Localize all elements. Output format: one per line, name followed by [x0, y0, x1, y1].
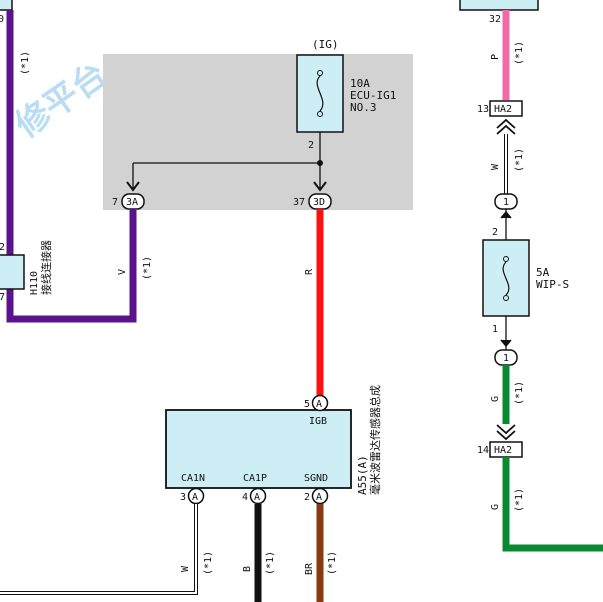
- fuse-ecu-ig1-element: [316, 75, 324, 112]
- ca1n-label: CA1N: [181, 473, 205, 484]
- top-right-component: [459, 0, 539, 11]
- wire-w-low-outline: [0, 504, 198, 595]
- wire-w-low-label: W: [180, 565, 191, 572]
- wire-w-low: [0, 504, 197, 594]
- connector-3d-code: 3D: [313, 197, 325, 208]
- igb-pin: 5: [304, 399, 310, 410]
- wire-w-top-note: (*1): [514, 148, 525, 172]
- connector-3a-code: 3A: [126, 197, 138, 208]
- radar-sensor-assembly: [165, 409, 352, 489]
- wire-w-low-note: (*1): [203, 551, 214, 575]
- sgnd-label: SGND: [304, 473, 328, 484]
- wire-g-green-low: [502, 457, 603, 552]
- ha2-bottom-chevron: [496, 424, 516, 441]
- ca1p-terminal: [249, 487, 267, 505]
- connector-one-bottom-label: 1: [503, 353, 509, 364]
- connector-one-top-label: 1: [503, 197, 509, 208]
- wire-v-label: V: [117, 269, 128, 275]
- radar-id: A55(A): [356, 455, 369, 495]
- fuse-wip-terminal-bottom: [503, 295, 509, 301]
- radar-name: 毫米波雷达传感器总成: [368, 385, 382, 495]
- fuse-ecu-ig1-terminal-top: [317, 70, 323, 76]
- wire-g-mid-note: (*1): [514, 381, 525, 405]
- wire-v-purple: [6, 10, 137, 323]
- wire-br-note: (*1): [327, 551, 338, 575]
- ha2-bottom-code: HA2: [494, 445, 512, 456]
- ca1n-pin: 3: [180, 492, 186, 503]
- ca1p-conn: A: [254, 492, 260, 503]
- fuse-wip-terminal-top: [503, 256, 509, 262]
- igb-terminal: [311, 394, 329, 412]
- igb-conn: A: [316, 399, 322, 410]
- igb-label: IGB: [309, 416, 327, 427]
- sgnd-pin: 2: [304, 492, 310, 503]
- ha2-top-pin: 13: [477, 104, 489, 115]
- wire-w-top-label: W: [490, 163, 501, 170]
- ha2-top-code: HA2: [494, 104, 512, 115]
- fuse-wip-element: [502, 261, 510, 296]
- wire-v-note: (*1): [142, 256, 153, 280]
- ha2-bottom-pin: 14: [477, 445, 489, 456]
- wire-g-mid-label: G: [490, 396, 501, 402]
- wire-p-label: P: [490, 54, 501, 60]
- connector-3a-pin: 7: [112, 197, 118, 208]
- fuse-ecu-ig1-name: ECU-IG1: [350, 89, 396, 102]
- pin-top-left: 0: [0, 14, 4, 25]
- fuse-wip-pin-top: 2: [492, 227, 498, 238]
- fuse-wip-rating: 5A: [536, 266, 550, 279]
- wire-p-note: (*1): [514, 41, 525, 65]
- pin-top-right: 32: [489, 14, 501, 25]
- ha2-top-chevron: [496, 118, 516, 135]
- wire-purple-note: (*1): [20, 51, 31, 75]
- connector-ha2-top: [489, 100, 523, 117]
- ig-label: (IG): [312, 38, 339, 51]
- arrow-3a: [126, 181, 140, 192]
- fuse-ecu-ig1-rating: 10A: [350, 77, 370, 90]
- sgnd-conn: A: [316, 492, 322, 503]
- ca1p-label: CA1P: [243, 473, 267, 484]
- wire-br-label: BR: [304, 562, 315, 575]
- h110-pin-bottom: 7: [0, 292, 5, 303]
- arrow-3d: [313, 181, 327, 192]
- wire-b-label: B: [242, 566, 253, 572]
- connector-3d-pin: 37: [293, 197, 305, 208]
- ca1p-pin: 4: [242, 492, 248, 503]
- ca1n-conn: A: [192, 492, 198, 503]
- fuse-ecu-ig1-number: NO.3: [350, 101, 377, 114]
- arrow-up-fuse-wip: [500, 210, 512, 219]
- wire-g-low-label: G: [490, 504, 501, 510]
- h110-name: 接线连接器: [39, 240, 53, 295]
- fuse-wip-pin-bottom: 1: [492, 324, 498, 335]
- fuse-ecu-ig1-terminal-bottom: [317, 111, 323, 117]
- wire-g-low-note: (*1): [514, 488, 525, 512]
- arrow-down-fuse-wip: [500, 339, 512, 348]
- top-left-component: [0, 0, 13, 11]
- junction-block-area: [103, 54, 413, 210]
- wire-r-label: R: [304, 268, 315, 275]
- ca1n-terminal: [187, 487, 205, 505]
- h110-id: H110: [29, 271, 40, 295]
- h110-pin-top: 2: [0, 242, 5, 253]
- fuse-wip-name: WIP-S: [536, 278, 569, 291]
- fuse-ecu-ig1-pin: 2: [308, 140, 314, 151]
- connector-h110: [0, 254, 25, 290]
- sgnd-terminal: [311, 487, 329, 505]
- wire-b-note: (*1): [265, 551, 276, 575]
